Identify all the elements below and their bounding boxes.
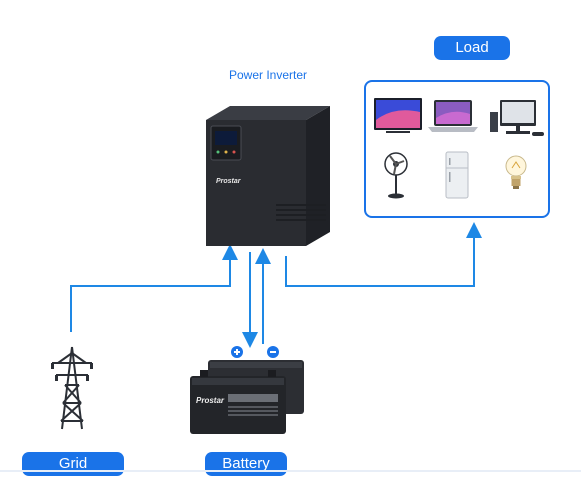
power-inverter-icon: [206, 106, 330, 246]
refrigerator-icon: [445, 151, 469, 199]
inverter-caption: Power Inverter: [229, 68, 308, 82]
load-label: Load: [434, 36, 510, 60]
battery-brand: Prostar: [196, 396, 225, 405]
inverter-brand: Prostar: [216, 178, 241, 185]
bottom-divider: [0, 470, 581, 472]
battery-icon: [190, 360, 304, 434]
transmission-tower-icon: [51, 346, 93, 430]
light-bulb-icon: [505, 155, 527, 189]
battery-terminals: [231, 346, 279, 358]
grid-label: Grid: [22, 452, 124, 476]
laptop-icon: [428, 100, 478, 132]
load-panel: [364, 80, 550, 218]
battery-label: Battery: [205, 452, 287, 476]
desktop-computer-icon: [490, 100, 544, 136]
positive-terminal-icon: [231, 346, 243, 358]
grid-to-inverter-line: [70, 244, 238, 332]
inverter-to-load-line: [285, 222, 482, 287]
load-devices: [374, 98, 544, 199]
negative-terminal-icon: [267, 346, 279, 358]
tv-icon: [374, 98, 422, 133]
fan-icon: [384, 152, 408, 199]
